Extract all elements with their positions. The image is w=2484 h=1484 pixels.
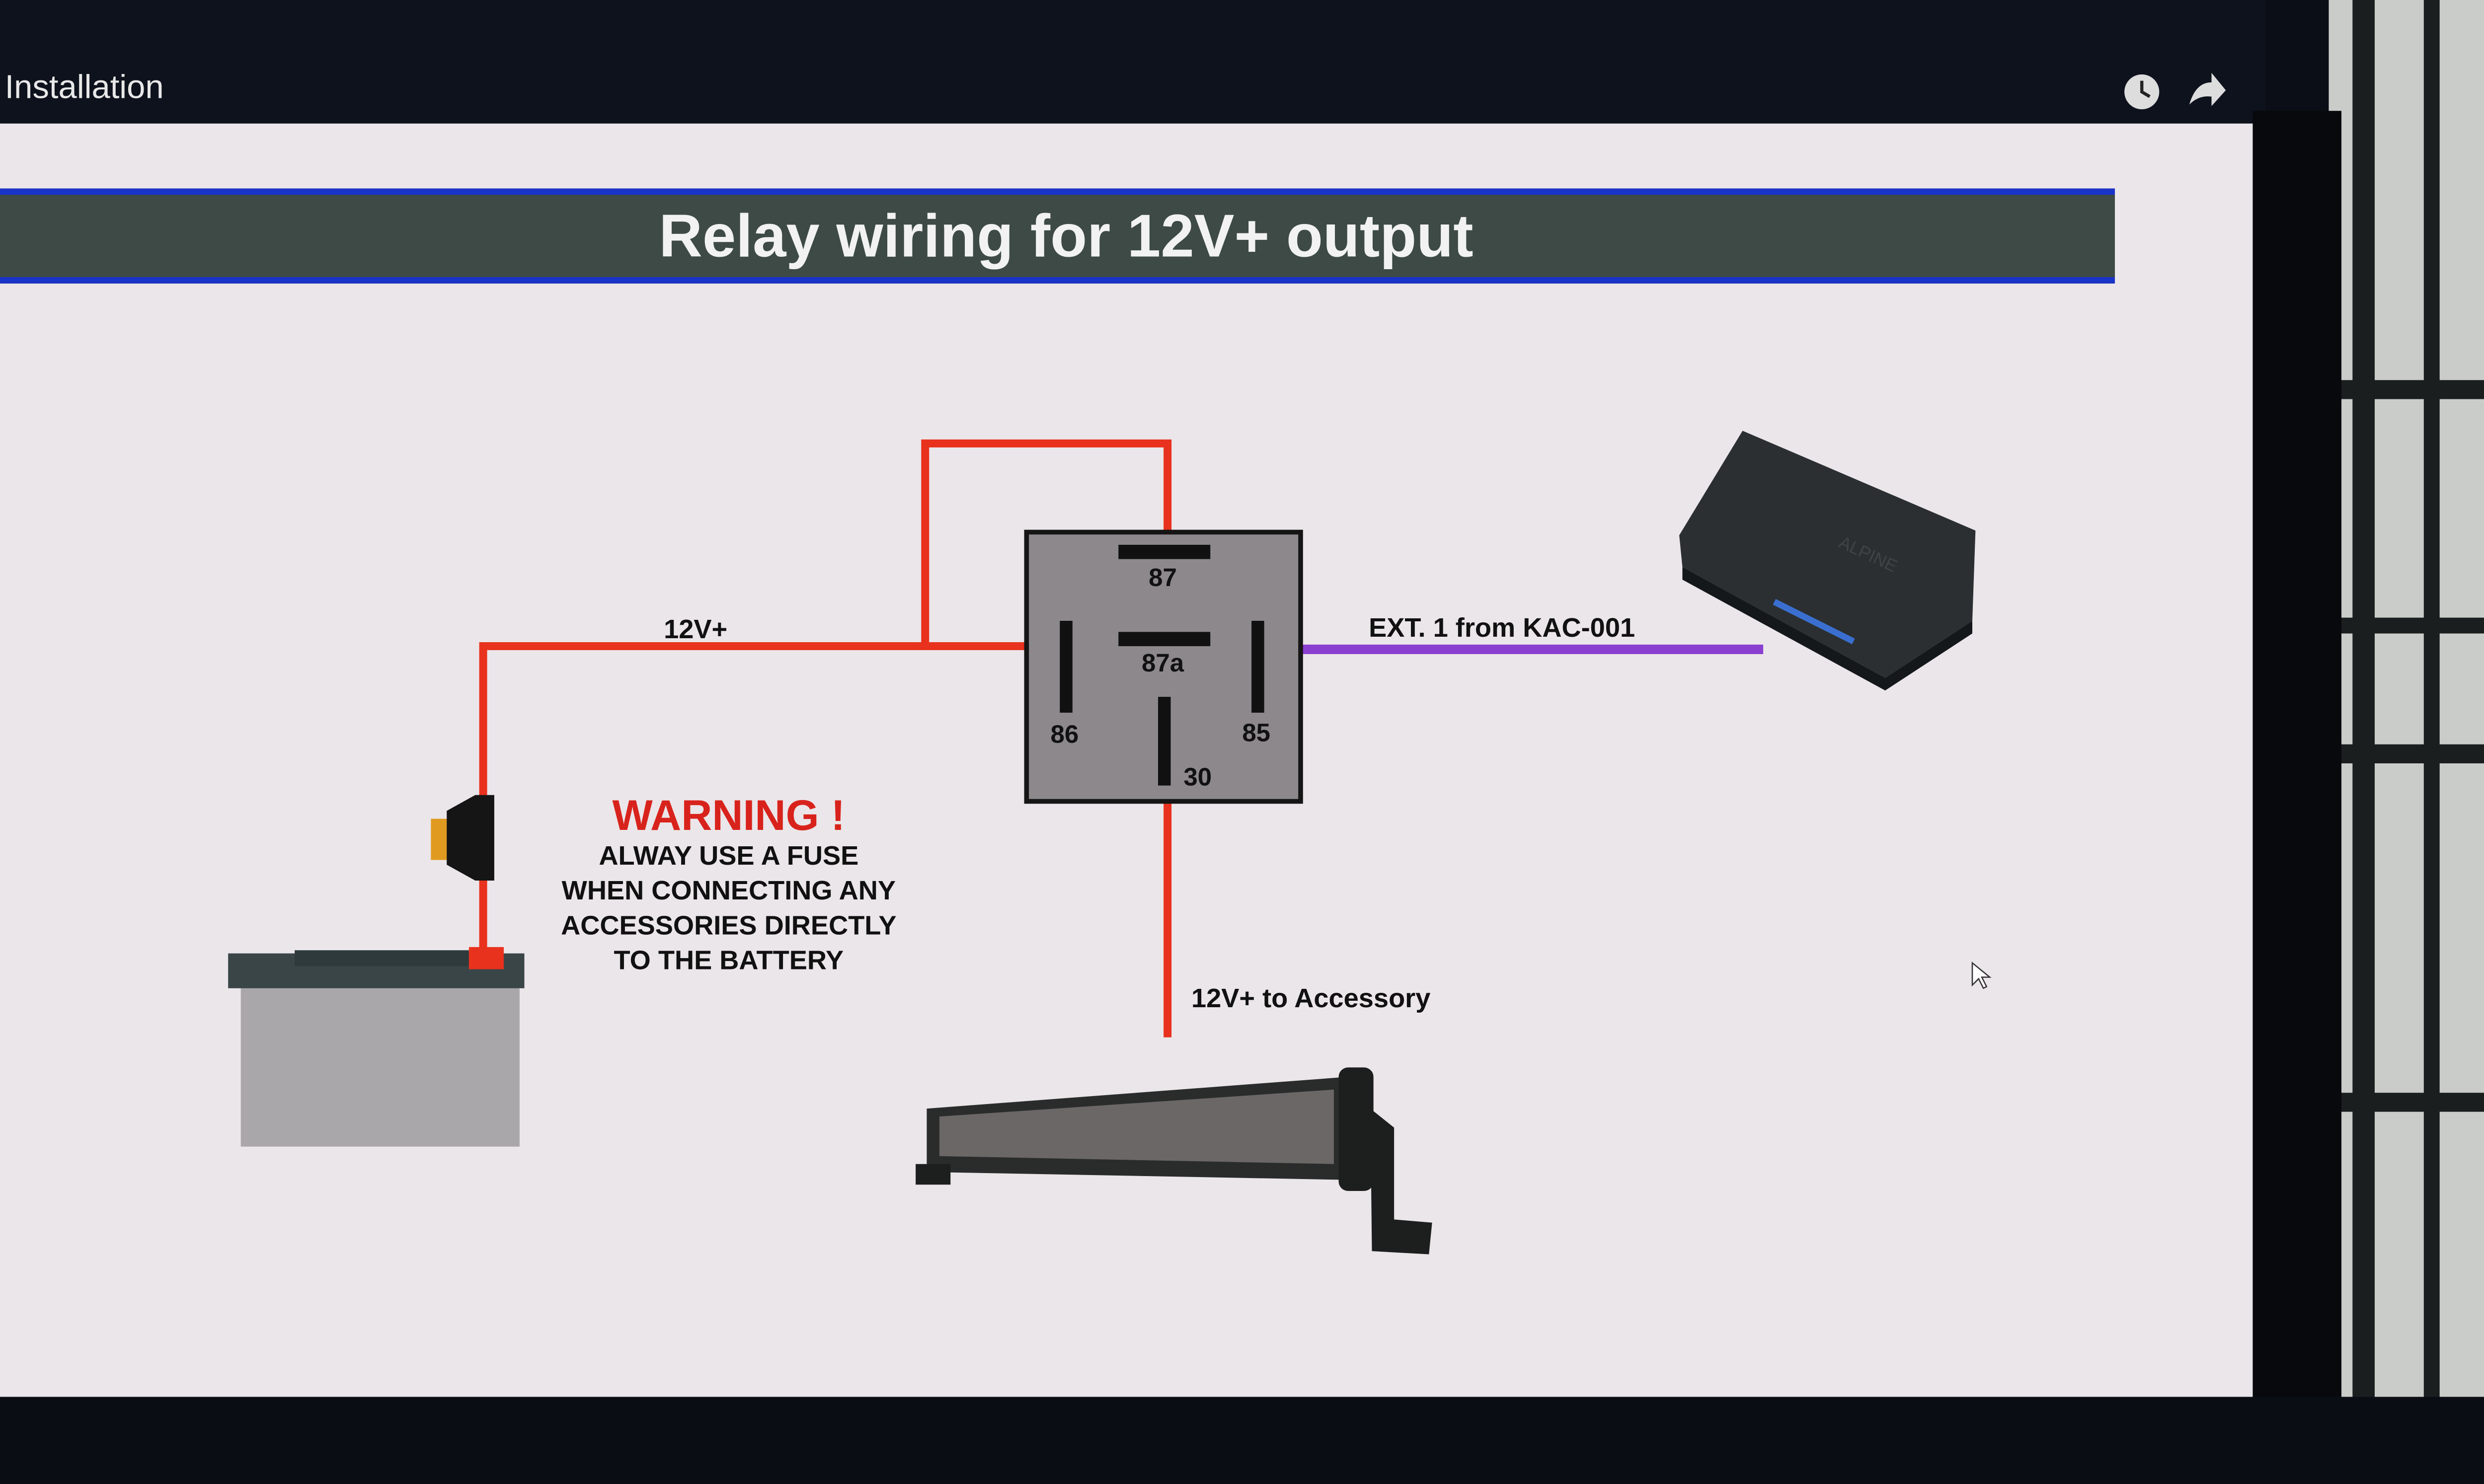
kac-001-module-icon: ALPINE: [1679, 431, 1976, 691]
warning-title: WARNING !: [613, 792, 846, 839]
video-title: Installation: [5, 69, 164, 106]
screen: Installation Relay wiring for 12V+ outpu…: [0, 0, 2484, 1397]
window-grille: [2329, 0, 2484, 1397]
label-12v: 12V+: [664, 614, 727, 644]
warning-line: TO THE BATTERY: [614, 946, 844, 975]
pin-87a: 87a: [1142, 649, 1184, 677]
pin-86: 86: [1050, 720, 1079, 748]
fuse-holder-icon: [431, 795, 494, 881]
warning-line: ALWAY USE A FUSE: [599, 841, 858, 871]
share-icon[interactable]: [2189, 73, 2226, 106]
warning-line: WHEN CONNECTING ANY: [562, 876, 896, 905]
background-window: [2329, 0, 2484, 1397]
warning-line: ACCESSORIES DIRECTLY: [561, 910, 896, 940]
label-accessory: 12V+ to Accessory: [1191, 983, 1430, 1013]
pin-30: 30: [1183, 763, 1212, 791]
video-top-bar: [0, 0, 2265, 124]
pin-87: 87: [1149, 563, 1177, 592]
mouse-cursor-icon: [1971, 962, 1992, 989]
label-ext1: EXT. 1 from KAC-001: [1369, 613, 1635, 643]
monitor-edge: [2252, 111, 2342, 1397]
battery-icon: [228, 947, 525, 1147]
led-light-bar-icon: [916, 1067, 1432, 1255]
warning-notice: WARNING ! ALWAY USE A FUSE WHEN CONNECTI…: [561, 792, 896, 975]
relay: 87 87a 86 85 30: [1024, 529, 1303, 804]
title-banner: Relay wiring for 12V+ output: [0, 188, 2115, 284]
watch-later-icon[interactable]: [2124, 74, 2160, 110]
pin-85: 85: [1242, 718, 1270, 746]
slide-title: Relay wiring for 12V+ output: [659, 202, 1473, 270]
